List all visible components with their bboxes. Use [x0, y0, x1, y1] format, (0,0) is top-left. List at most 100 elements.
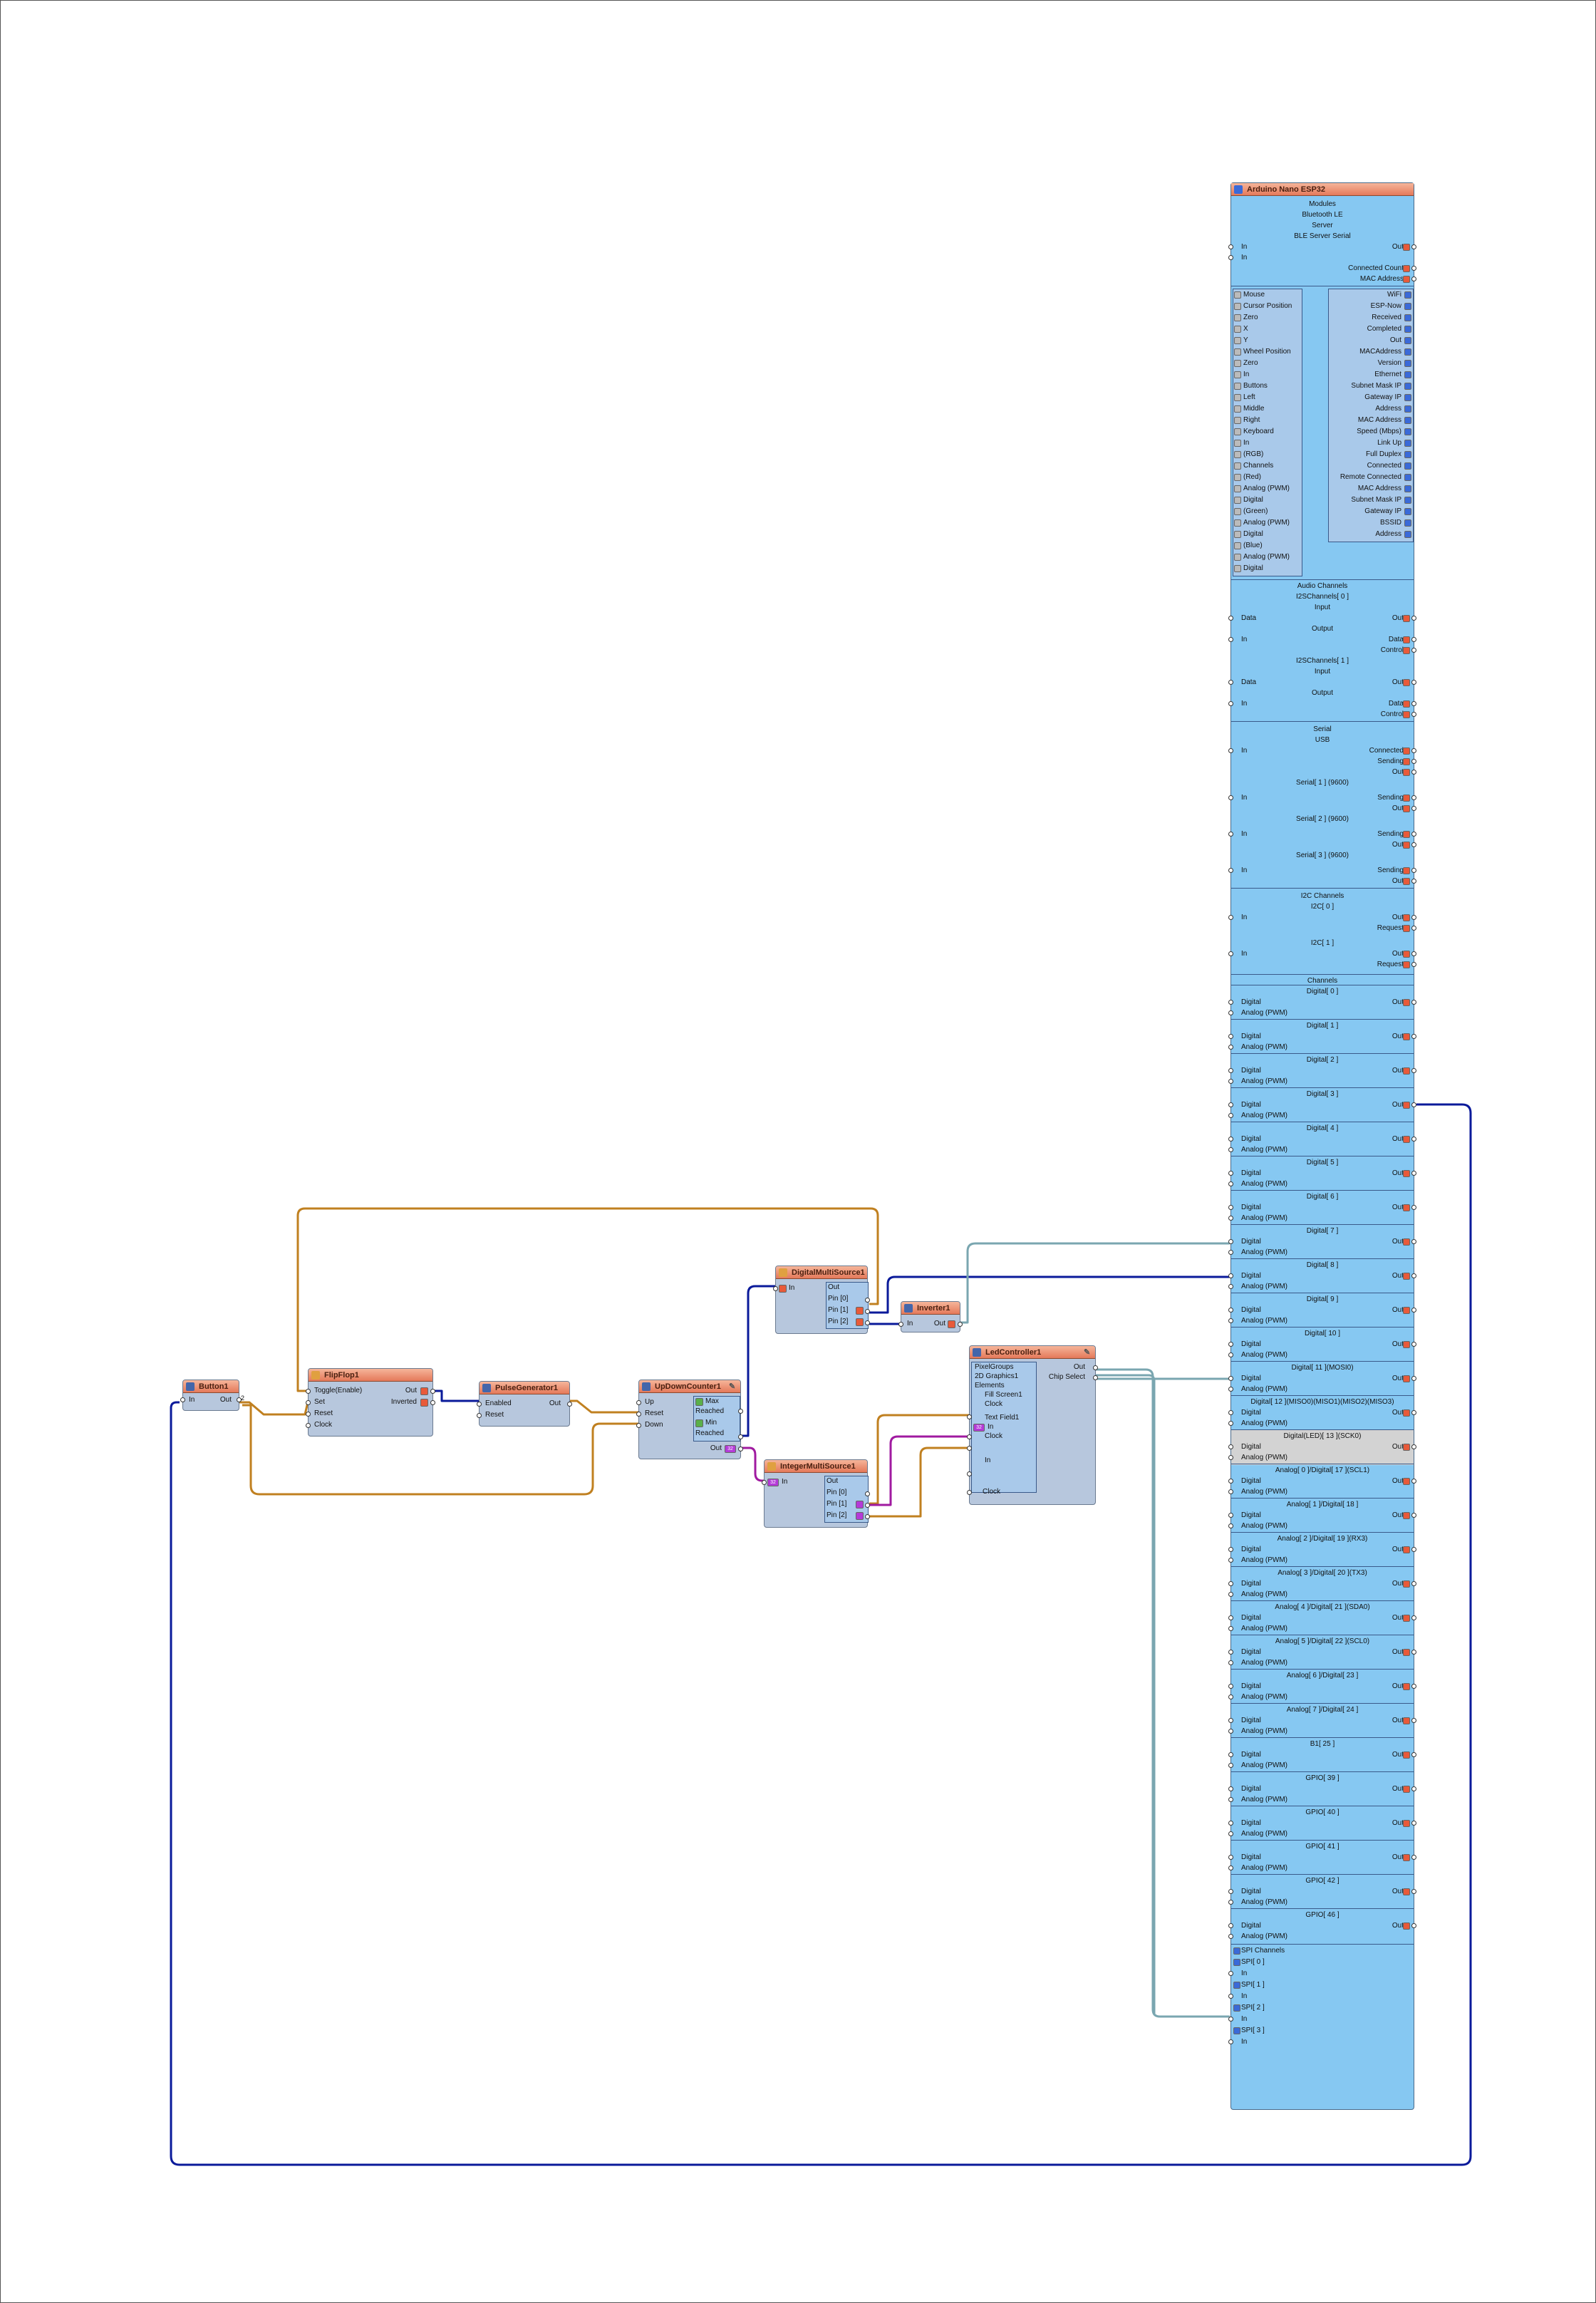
channel-5-digital-right-pin[interactable]	[1411, 1171, 1416, 1176]
audio-row-11-right-pin[interactable]	[1411, 680, 1416, 685]
channel-16-digital-right-pin[interactable]	[1411, 1547, 1416, 1552]
serial-row-2-right-pin[interactable]	[1411, 748, 1416, 753]
audio-row-11-left-pin[interactable]	[1228, 680, 1233, 685]
channel-16-digital-left-pin[interactable]	[1228, 1547, 1233, 1552]
spi-row-6-left-pin[interactable]	[1228, 2017, 1233, 2022]
flipflop-set-pin[interactable]	[306, 1400, 311, 1405]
channel-10-digital-right-pin[interactable]	[1411, 1342, 1416, 1347]
i2c-row-8-right-pin[interactable]	[1411, 962, 1416, 967]
i2c-row-6-right-pin[interactable]	[1411, 951, 1416, 956]
channel-18-digital-left-pin[interactable]	[1228, 1615, 1233, 1620]
channel-3-analog-left-pin[interactable]	[1228, 1113, 1233, 1118]
spi-row-8-left-pin[interactable]	[1228, 2039, 1233, 2044]
channel-21-analog-left-pin[interactable]	[1228, 1729, 1233, 1734]
audio-row-6-left-pin[interactable]	[1228, 637, 1233, 642]
i2c-row-2-left-pin[interactable]	[1228, 915, 1233, 920]
channel-2-digital-right-pin[interactable]	[1411, 1068, 1416, 1073]
channel-19-analog-left-pin[interactable]	[1228, 1660, 1233, 1665]
channel-18-analog-left-pin[interactable]	[1228, 1626, 1233, 1631]
serial-row-9-right-pin[interactable]	[1411, 806, 1416, 811]
serial-row-13-right-pin[interactable]	[1411, 842, 1416, 847]
channel-3-digital-left-pin[interactable]	[1228, 1102, 1233, 1107]
pulsegen-component[interactable]: PulseGenerator1 Enabled Reset Out	[477, 1381, 572, 1427]
ledctrl-clock3-pin[interactable]	[967, 1490, 972, 1495]
serial-row-2-left-pin[interactable]	[1228, 748, 1233, 753]
ble-row-4-right-pin[interactable]	[1411, 244, 1416, 249]
ble-row-4-left-pin[interactable]	[1228, 244, 1233, 249]
ledctrl-out-pin[interactable]	[1093, 1365, 1098, 1370]
channel-20-analog-left-pin[interactable]	[1228, 1694, 1233, 1699]
channel-25-analog-left-pin[interactable]	[1228, 1865, 1233, 1870]
channel-11-digital-right-pin[interactable]	[1411, 1376, 1416, 1381]
channel-0-digital-left-pin[interactable]	[1228, 1000, 1233, 1005]
channel-2-digital-left-pin[interactable]	[1228, 1068, 1233, 1073]
channel-17-analog-left-pin[interactable]	[1228, 1592, 1233, 1597]
ledctrl-settings-icon[interactable]: ✎	[1084, 1348, 1091, 1357]
serial-row-15-right-pin[interactable]	[1411, 868, 1416, 873]
intmulti-pin1-pin[interactable]	[865, 1503, 870, 1508]
i2c-row-4-right-pin[interactable]	[1411, 926, 1416, 931]
channel-6-digital-left-pin[interactable]	[1228, 1205, 1233, 1210]
serial-row-11-right-pin[interactable]	[1411, 832, 1416, 837]
channel-9-digital-right-pin[interactable]	[1411, 1308, 1416, 1313]
intmulti-component[interactable]: IntegerMultiSource1 32 In Out Pin [0] Pi…	[762, 1459, 870, 1528]
channel-22-analog-left-pin[interactable]	[1228, 1763, 1233, 1768]
ledctrl-chipselect-pin[interactable]	[1093, 1375, 1098, 1380]
channel-4-digital-right-pin[interactable]	[1411, 1137, 1416, 1142]
flipflop-inverted-pin[interactable]	[430, 1400, 435, 1405]
channel-22-digital-right-pin[interactable]	[1411, 1752, 1416, 1757]
ble-row-6-right-pin[interactable]	[1411, 266, 1416, 271]
channel-24-digital-left-pin[interactable]	[1228, 1821, 1233, 1826]
ledctrl-fill-pin[interactable]	[967, 1414, 972, 1419]
channel-8-digital-left-pin[interactable]	[1228, 1273, 1233, 1278]
channel-14-digital-right-pin[interactable]	[1411, 1479, 1416, 1484]
intmulti-in-pin[interactable]	[762, 1480, 767, 1485]
channel-9-analog-left-pin[interactable]	[1228, 1318, 1233, 1323]
updown-component[interactable]: UpDownCounter1✎ Up Reset Down Max Reache…	[636, 1380, 743, 1459]
channel-1-digital-right-pin[interactable]	[1411, 1034, 1416, 1039]
channel-7-digital-right-pin[interactable]	[1411, 1239, 1416, 1244]
channel-26-digital-right-pin[interactable]	[1411, 1889, 1416, 1894]
channel-24-digital-right-pin[interactable]	[1411, 1821, 1416, 1826]
serial-row-4-right-pin[interactable]	[1411, 759, 1416, 764]
serial-row-15-left-pin[interactable]	[1228, 868, 1233, 873]
channel-8-digital-right-pin[interactable]	[1411, 1273, 1416, 1278]
channel-11-analog-left-pin[interactable]	[1228, 1387, 1233, 1392]
updown-max-pin[interactable]	[738, 1409, 743, 1414]
i2c-row-6-left-pin[interactable]	[1228, 951, 1233, 956]
channel-27-digital-left-pin[interactable]	[1228, 1923, 1233, 1928]
channel-6-digital-right-pin[interactable]	[1411, 1205, 1416, 1210]
channel-4-digital-left-pin[interactable]	[1228, 1137, 1233, 1142]
channel-26-digital-left-pin[interactable]	[1228, 1889, 1233, 1894]
channel-21-digital-left-pin[interactable]	[1228, 1718, 1233, 1723]
channel-15-analog-left-pin[interactable]	[1228, 1523, 1233, 1528]
channel-4-analog-left-pin[interactable]	[1228, 1147, 1233, 1152]
channel-17-digital-right-pin[interactable]	[1411, 1581, 1416, 1586]
channel-16-analog-left-pin[interactable]	[1228, 1558, 1233, 1563]
channel-8-analog-left-pin[interactable]	[1228, 1284, 1233, 1289]
channel-27-analog-left-pin[interactable]	[1228, 1934, 1233, 1939]
channel-7-digital-left-pin[interactable]	[1228, 1239, 1233, 1244]
channel-0-digital-right-pin[interactable]	[1411, 1000, 1416, 1005]
channel-23-digital-left-pin[interactable]	[1228, 1786, 1233, 1791]
updown-min-pin[interactable]	[738, 1434, 743, 1439]
flipflop-reset-pin[interactable]	[306, 1412, 311, 1417]
channel-5-analog-left-pin[interactable]	[1228, 1181, 1233, 1186]
digitalmulti-component[interactable]: DigitalMultiSource1 In Out Pin [0] Pin […	[773, 1266, 870, 1334]
channel-10-digital-left-pin[interactable]	[1228, 1342, 1233, 1347]
pulsegen-out-pin[interactable]	[567, 1402, 572, 1407]
channel-27-digital-right-pin[interactable]	[1411, 1923, 1416, 1928]
digitalmulti-in-pin[interactable]	[773, 1286, 778, 1291]
channel-9-digital-left-pin[interactable]	[1228, 1308, 1233, 1313]
intmulti-pin0-pin[interactable]	[865, 1491, 870, 1496]
channel-20-digital-right-pin[interactable]	[1411, 1684, 1416, 1689]
ledctrl-text-in-pin[interactable]	[967, 1434, 972, 1439]
inverter-out-pin[interactable]	[958, 1322, 963, 1327]
ble-row-5-left-pin[interactable]	[1228, 255, 1233, 260]
flipflop-component[interactable]: FlipFlop1 Toggle(Enable) Set Reset Clock…	[306, 1368, 435, 1437]
channel-15-digital-right-pin[interactable]	[1411, 1513, 1416, 1518]
ledctrl-component[interactable]: LedController1✎ Out Chip Select PixelGro…	[967, 1345, 1098, 1505]
updown-settings-icon[interactable]: ✎	[729, 1382, 736, 1391]
serial-row-17-right-pin[interactable]	[1411, 879, 1416, 884]
digitalmulti-pin0-pin[interactable]	[865, 1298, 870, 1303]
